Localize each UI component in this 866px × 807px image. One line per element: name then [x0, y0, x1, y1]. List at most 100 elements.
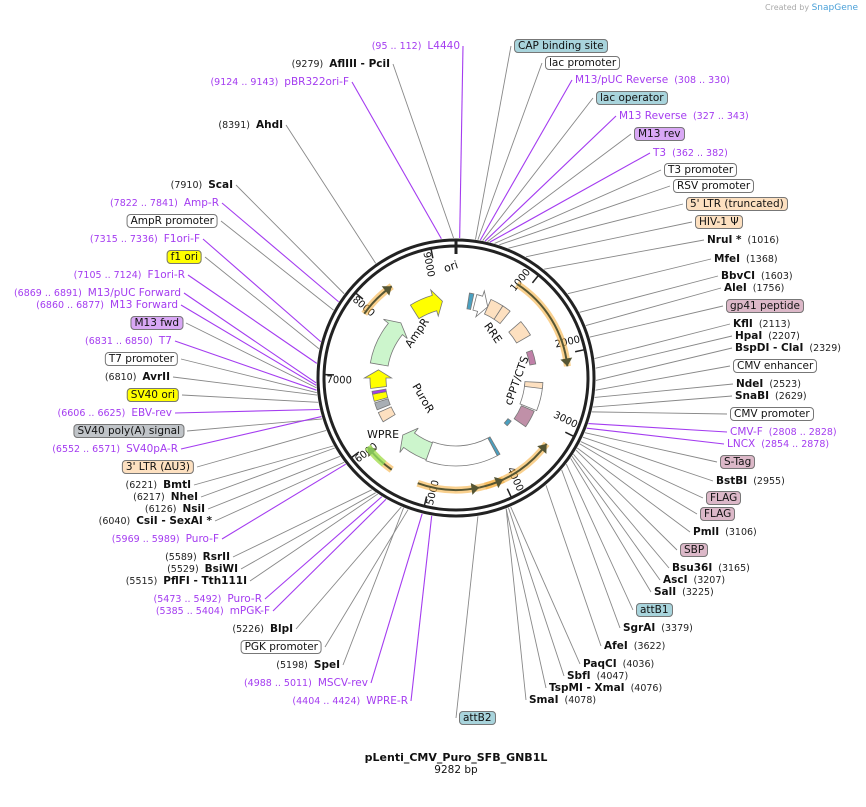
feature-name: CAP binding site [514, 39, 608, 53]
feature-label-f1-ori[interactable]: f1 ori [166, 250, 202, 264]
leader-line [187, 274, 318, 364]
enzyme-name: BmtI [163, 479, 191, 491]
feature-label-attb2[interactable]: attB2 [459, 711, 496, 725]
enzyme-position: (3379) [661, 623, 693, 634]
enzyme-label-bmti[interactable]: (6221)BmtI [120, 479, 191, 492]
enzyme-label-ahdi[interactable]: (8391)AhdI [212, 119, 283, 132]
feature-label-t7-promoter[interactable]: T7 promoter [104, 352, 178, 366]
leader-line [392, 63, 454, 239]
leader-line [193, 445, 334, 486]
primer-label-cmv-f[interactable]: CMV-F(2808 .. 2828) [730, 426, 843, 439]
enzyme-label-bspdi-clai[interactable]: BspDI - ClaI(2329) [735, 342, 847, 355]
feature-name: lac operator [596, 91, 668, 105]
feature-label-t3-promoter[interactable]: T3 promoter [664, 163, 738, 177]
feature-label-ampr-promoter[interactable]: AmpR promoter [126, 214, 218, 228]
feature-label-lac-promoter[interactable]: lac promoter [545, 56, 621, 70]
enzyme-label-snabi[interactable]: SnaBI(2629) [735, 390, 813, 403]
enzyme-label-paqci[interactable]: PaqCI(4036) [583, 658, 660, 671]
feature-label-cap-binding-site[interactable]: CAP binding site [514, 39, 608, 53]
feature-label-5-ltr-truncated[interactable]: 5' LTR (truncated) [686, 197, 788, 211]
primer-label-m13-reverse[interactable]: M13 Reverse(327 .. 343) [619, 110, 755, 123]
primer-label-mscv-rev[interactable]: (4988 .. 5011)MSCV-rev [238, 677, 368, 690]
primer-name: MSCV-rev [317, 677, 368, 689]
enzyme-label-bsu36i[interactable]: Bsu36I(3165) [672, 562, 756, 575]
tick-label: 3000 [551, 410, 579, 431]
feature-label-sbp[interactable]: SBP [680, 543, 709, 557]
feature-label-sv40-ori[interactable]: SV40 ori [126, 388, 179, 402]
leader-line [200, 447, 335, 498]
enzyme-label-avrii[interactable]: (6810)AvrII [99, 371, 170, 384]
enzyme-name: NdeI [736, 378, 764, 390]
enzyme-label-pmli[interactable]: PmlI(3106) [693, 526, 763, 539]
feature-label-3-ltr-u3[interactable]: 3' LTR (ΔU3) [121, 460, 194, 474]
enzyme-label-ndei[interactable]: NdeI(2523) [736, 378, 807, 391]
enzyme-label-bstbi[interactable]: BstBI(2955) [716, 475, 791, 488]
feature-label-m13-rev[interactable]: M13 rev [634, 127, 685, 141]
primer-label-amp-r[interactable]: (7822 .. 7841)Amp-R [104, 197, 219, 210]
primer-label-lncx[interactable]: LNCX(2854 .. 2878) [727, 438, 835, 451]
feature-label-sv40-poly-a-signal[interactable]: SV40 poly(A) signal [73, 424, 184, 438]
primer-label-t3[interactable]: T3(362 .. 382) [653, 147, 734, 160]
primer-label-puro-r[interactable]: (5473 .. 5492)Puro-R [148, 593, 262, 606]
primer-label-sv40pa-r[interactable]: (6552 .. 6571)SV40pA-R [46, 443, 178, 456]
enzyme-label-asci[interactable]: AscI(3207) [663, 574, 731, 587]
enzyme-label-nrui[interactable]: NruI *(1016) [707, 234, 785, 247]
enzyme-label-afei[interactable]: AfeI(3622) [604, 640, 671, 653]
primer-label-puro-f[interactable]: (5969 .. 5989)Puro-F [106, 533, 219, 546]
enzyme-label-bsiwi[interactable]: (5529)BsiWI [161, 563, 238, 576]
primer-label-m13-puc-reverse[interactable]: M13/pUC Reverse(308 .. 330) [575, 74, 736, 87]
leader-line [508, 507, 565, 677]
enzyme-label-alei[interactable]: AleI(1756) [724, 282, 790, 295]
enzyme-label-csii-sexai[interactable]: (6040)CsiI - SexAI * [93, 515, 212, 528]
feature-name: SV40 ori [126, 388, 179, 402]
primer-label-t7[interactable]: (6831 .. 6850)T7 [79, 335, 172, 348]
primer-label-pbr322ori-f[interactable]: (9124 .. 9143)pBR322ori-F [204, 76, 349, 89]
primer-label-wpre-r[interactable]: (4404 .. 4424)WPRE-R [286, 695, 408, 708]
enzyme-label-sali[interactable]: SalI(3225) [654, 586, 720, 599]
enzyme-label-smai[interactable]: SmaI(4078) [529, 694, 602, 707]
primer-position: (2854 .. 2878) [761, 439, 830, 450]
feature-name: 3' LTR (ΔU3) [121, 460, 194, 474]
primer-position: (6552 .. 6571) [52, 444, 121, 455]
feature-label-attb1[interactable]: attB1 [636, 603, 673, 617]
enzyme-label-bbvci[interactable]: BbvCI(1603) [721, 270, 799, 283]
feature-label-pgk-promoter[interactable]: PGK promoter [240, 640, 322, 654]
enzyme-label-scai[interactable]: (7910)ScaI [165, 179, 233, 192]
enzyme-position: (6810) [104, 372, 137, 383]
enzyme-label-sbfi[interactable]: SbfI(4047) [567, 670, 634, 683]
enzyme-label-nhei[interactable]: (6217)NheI [127, 491, 198, 504]
primer-label-ebv-rev[interactable]: (6606 .. 6625)EBV-rev [52, 407, 173, 420]
feature-label-hiv-1[interactable]: HIV-1 Ψ [695, 215, 743, 229]
leader-line [582, 436, 714, 482]
feature-label-lac-operator[interactable]: lac operator [596, 91, 668, 105]
feature-label-s-tag[interactable]: S-Tag [720, 455, 756, 469]
primer-label-f1ori-r[interactable]: (7105 .. 7124)F1ori-R [68, 269, 185, 282]
feature-label-flag[interactable]: FLAG [700, 507, 736, 521]
enzyme-label-spei[interactable]: (5198)SpeI [270, 659, 340, 672]
enzyme-label-nsii[interactable]: (6126)NsiI [139, 503, 205, 516]
enzyme-label-afliii-pcii[interactable]: (9279)AflIII - PciI [286, 58, 390, 71]
feature-label-gp41-peptide[interactable]: gp41 peptide [726, 299, 804, 313]
feature-label-m13-fwd[interactable]: M13 fwd [130, 316, 183, 330]
leader-line [285, 124, 377, 264]
enzyme-label-blpi[interactable]: (5226)BlpI [226, 623, 293, 636]
enzyme-name: BbvCI [721, 270, 755, 282]
enzyme-label-tspmi-xmai[interactable]: TspMI - XmaI(4076) [549, 682, 668, 695]
enzyme-label-mfei[interactable]: MfeI(1368) [714, 253, 784, 266]
feature-label-cmv-promoter[interactable]: CMV promoter [730, 407, 814, 421]
primer-label-f1ori-f[interactable]: (7315 .. 7336)F1ori-F [84, 233, 200, 246]
enzyme-label-hpai[interactable]: HpaI(2207) [735, 330, 806, 343]
primer-label-mpgk-f[interactable]: (5385 .. 5404)mPGK-F [150, 605, 270, 618]
feature-label-cmv-enhancer[interactable]: CMV enhancer [733, 359, 818, 373]
leader-line [181, 394, 319, 403]
puro-orf-glow [364, 444, 387, 467]
feature-label-flag[interactable]: FLAG [706, 491, 742, 505]
primer-label-m13-puc-forward[interactable]: (6869 .. 6891)M13/pUC Forward [8, 287, 181, 300]
primer-label-m13-forward[interactable]: (6860 .. 6877)M13 Forward [30, 299, 178, 312]
enzyme-label-rsrii[interactable]: (5589)RsrII [159, 551, 230, 564]
enzyme-label-pflfi-tth111i[interactable]: (5515)PflFI - Tth111I [120, 575, 247, 588]
feature-label-rsv-promoter[interactable]: RSV promoter [673, 179, 755, 193]
enzyme-label-kfli[interactable]: KflI(2113) [733, 318, 796, 331]
enzyme-label-sgrai[interactable]: SgrAI(3379) [623, 622, 699, 635]
primer-label-l4440[interactable]: (95 .. 112)L4440 [366, 40, 460, 53]
